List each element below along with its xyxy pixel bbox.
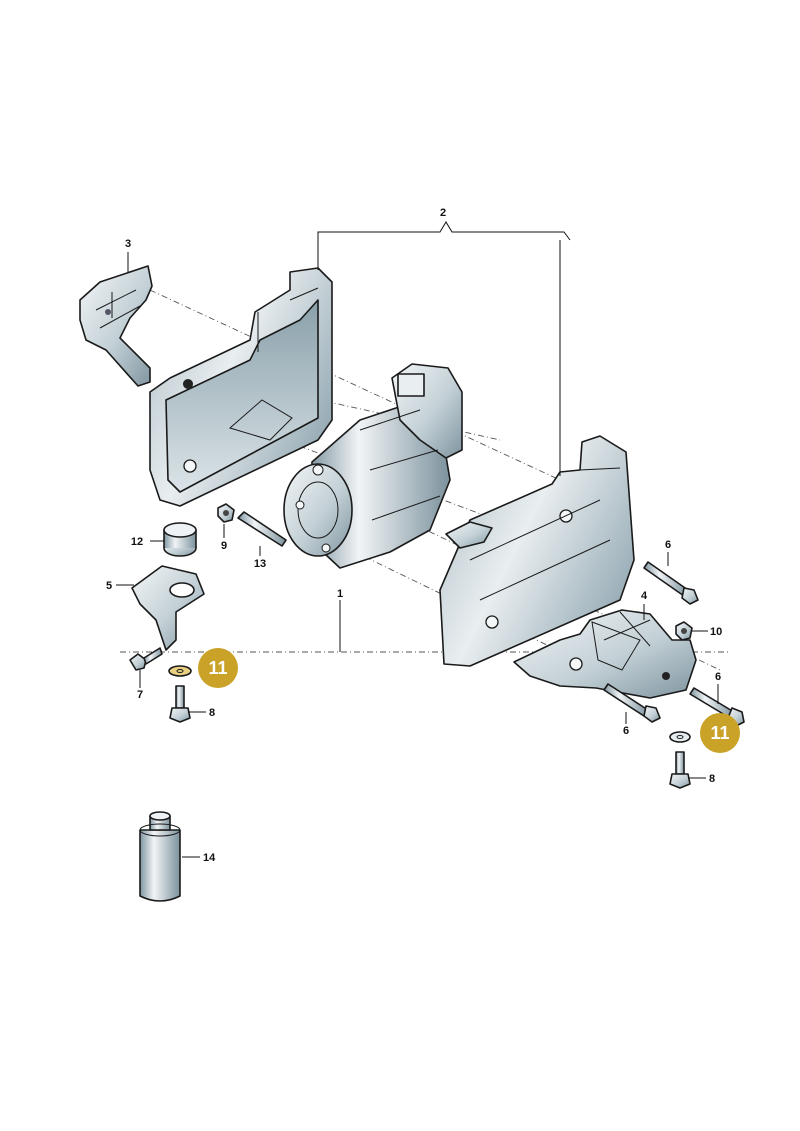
bracket-part-4: [513, 609, 697, 699]
washer-left: [168, 665, 192, 677]
badge-11-right-text: 11: [710, 723, 729, 743]
bolt-part-8-left: [169, 685, 191, 723]
badge-11-right[interactable]: 11: [700, 713, 740, 753]
label-9: 9: [221, 540, 227, 552]
label-6-upper: 6: [665, 539, 671, 551]
callout-labels: 2 3 12 5 9 13 1 6 4 10 6 6 7 8 8 14: [106, 207, 722, 864]
label-7: 7: [137, 689, 143, 701]
grommet-part-12: [163, 522, 197, 557]
leader-lines: [116, 221, 719, 858]
heat-shield-left: [149, 267, 333, 507]
label-1: 1: [337, 588, 343, 600]
label-6-right: 6: [715, 671, 721, 683]
badge-11-left-text: 11: [208, 658, 227, 678]
oil-bottle-part-14: [139, 811, 181, 902]
label-2: 2: [440, 207, 446, 219]
nut-part-9: [217, 503, 235, 523]
label-8-left: 8: [209, 707, 215, 719]
heat-shield-right: [439, 435, 635, 667]
badge-11-left[interactable]: 11: [198, 648, 238, 688]
label-10: 10: [710, 626, 722, 638]
washer-right: [669, 731, 691, 743]
label-12: 12: [131, 536, 143, 548]
label-14: 14: [203, 852, 216, 864]
label-6-lower: 6: [623, 725, 629, 737]
bracket-part-5: [131, 565, 205, 651]
bolt-part-6-lower-left: [603, 683, 661, 723]
label-13: 13: [254, 558, 266, 570]
stud-part-13: [237, 511, 287, 547]
label-5: 5: [106, 580, 112, 592]
bolt-part-6-upper: [643, 561, 699, 605]
compressor-part-1: [283, 363, 463, 569]
bolt-part-7: [129, 647, 163, 671]
bracket-part-3: [79, 265, 153, 387]
bolt-part-8-right: [669, 751, 691, 789]
nut-part-10: [675, 621, 693, 641]
label-3: 3: [125, 238, 131, 250]
label-4: 4: [641, 590, 648, 602]
label-8-right: 8: [709, 773, 715, 785]
